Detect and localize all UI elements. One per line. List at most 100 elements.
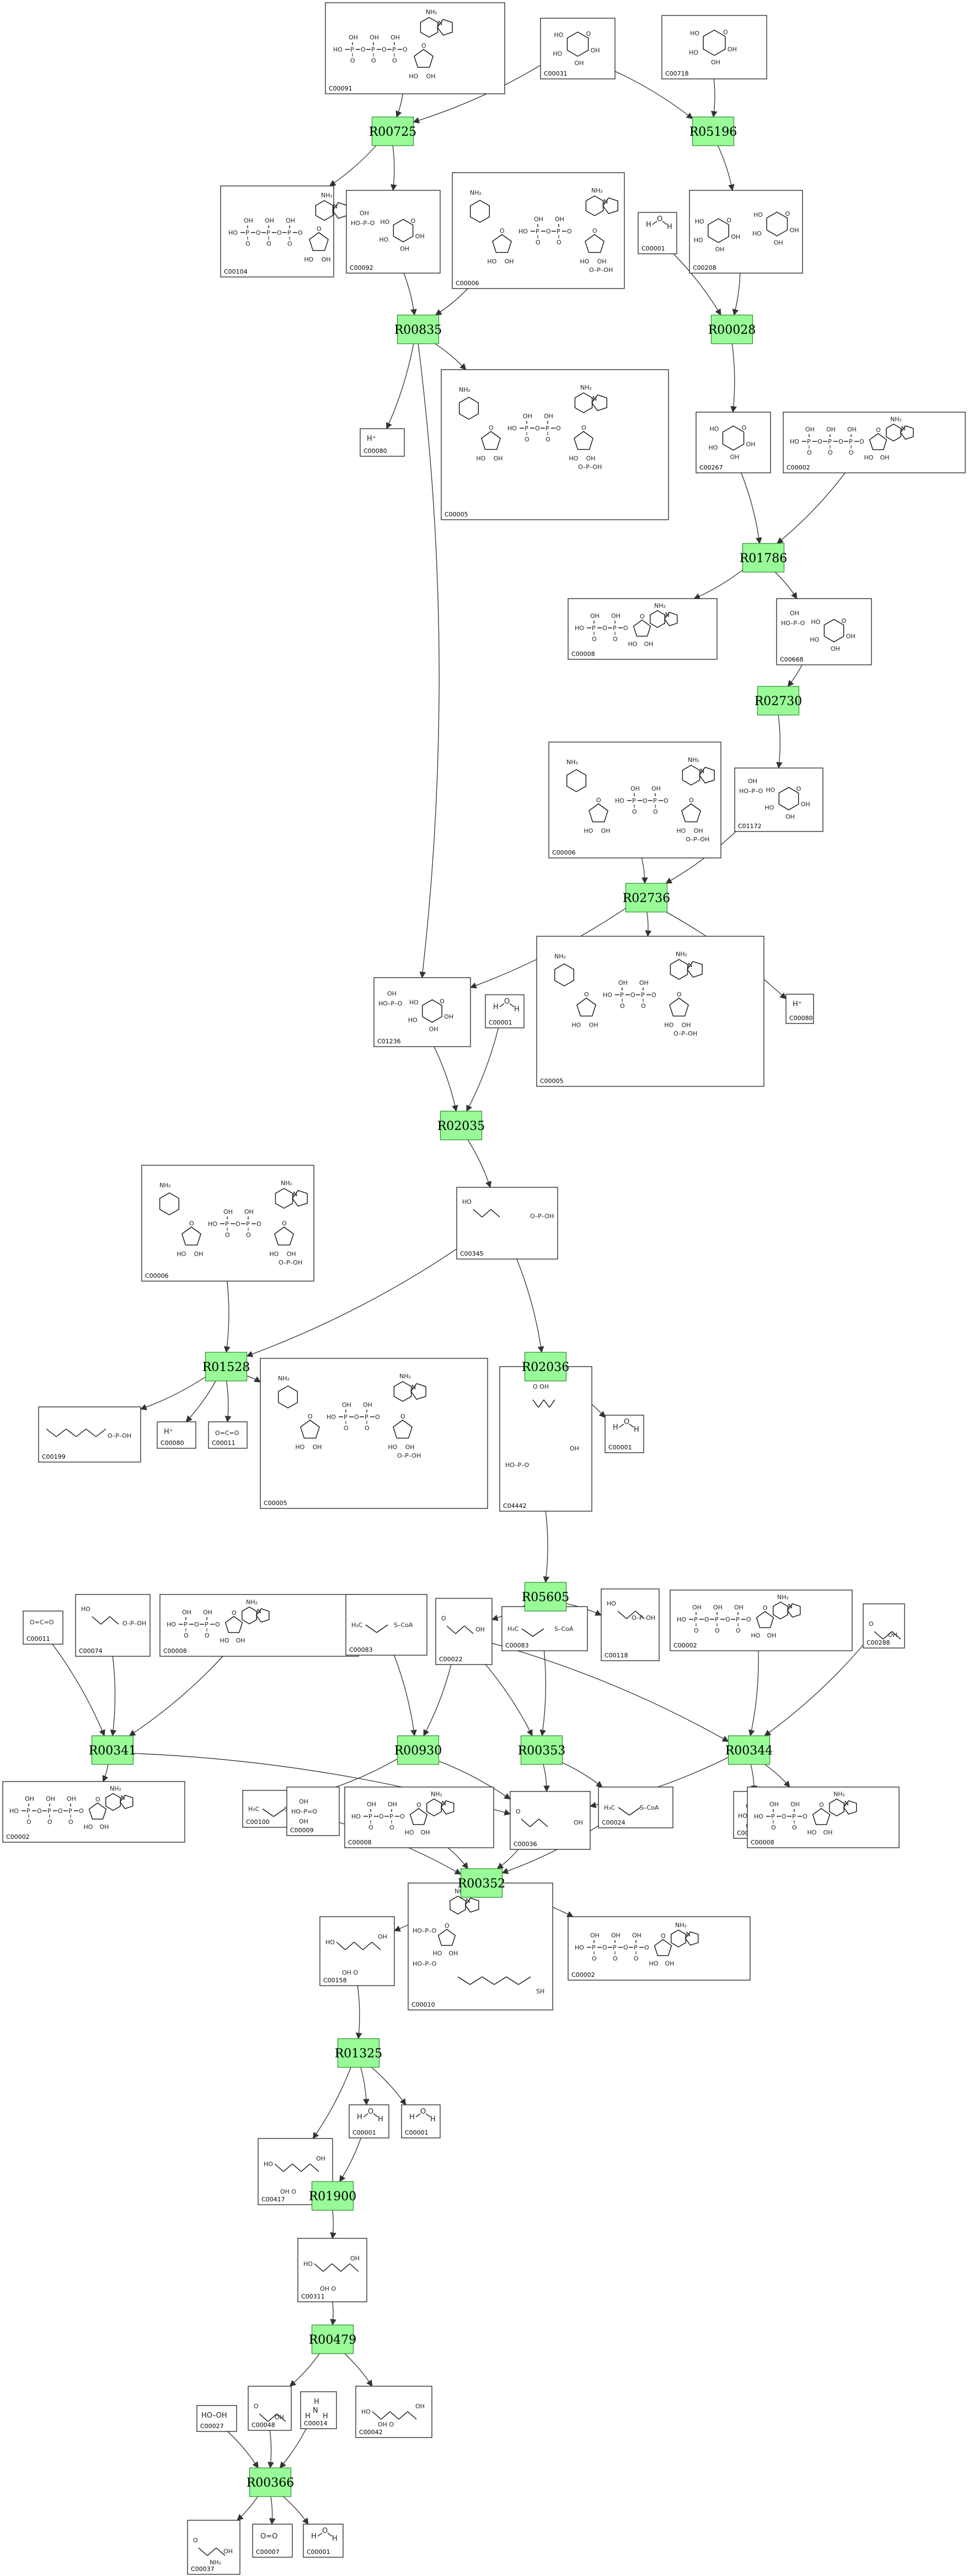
reaction-R02035[interactable]: R02035 <box>437 1111 485 1140</box>
reaction-R05605[interactable]: R05605 <box>522 1582 570 1612</box>
svg-text:P: P <box>392 46 396 54</box>
reaction-R00835[interactable]: R00835 <box>394 314 442 344</box>
svg-text:HO: HO <box>752 230 762 237</box>
compound-C00080[interactable]: H⁺C00080 <box>360 428 405 457</box>
svg-text:OH: OH <box>203 1609 212 1616</box>
edge-R01900-c52 <box>330 2210 336 2239</box>
compound-id-label: C00001 <box>352 2129 376 2136</box>
reaction-R00341[interactable]: R00341 <box>89 1735 137 1765</box>
reaction-R02736[interactable]: R02736 <box>623 883 671 913</box>
compound-C00080[interactable]: H⁺C00080 <box>157 1421 196 1449</box>
reaction-R00725[interactable]: R00725 <box>369 116 417 146</box>
svg-text:NH₂: NH₂ <box>591 187 603 194</box>
edge-R01528-c23 <box>140 1377 206 1411</box>
reaction-R01528[interactable]: R01528 <box>202 1352 250 1382</box>
svg-text:O: O <box>189 1220 194 1227</box>
compound-box <box>568 1916 751 1981</box>
reaction-R00930[interactable]: R00930 <box>394 1735 442 1765</box>
reaction-R00352[interactable]: R00352 <box>458 1868 506 1898</box>
reaction-R01900[interactable]: R01900 <box>309 2181 357 2211</box>
edge-R00366-c59 <box>283 2496 309 2525</box>
svg-text:O: O <box>584 991 589 998</box>
svg-text:HO: HO <box>208 1220 217 1228</box>
edge-c33-R00930 <box>423 1664 452 1737</box>
reaction-R00344[interactable]: R00344 <box>725 1735 773 1765</box>
svg-text:P: P <box>525 425 528 432</box>
svg-text:H₃C: H₃C <box>248 1806 260 1813</box>
svg-text:P: P <box>287 230 291 237</box>
svg-text:OH: OH <box>575 60 584 67</box>
reaction-R00479[interactable]: R00479 <box>309 2324 357 2354</box>
reaction-R05196[interactable]: R05196 <box>689 116 737 146</box>
reaction-R02730[interactable]: R02730 <box>755 686 803 716</box>
reaction-R01325[interactable]: R01325 <box>335 2038 383 2068</box>
compound-id-label: C00104 <box>224 268 248 275</box>
reaction-R01786[interactable]: R01786 <box>740 543 788 573</box>
reaction-box <box>728 1735 771 1765</box>
compound-C00080[interactable]: H⁺C00080 <box>785 994 814 1024</box>
reaction-R00366[interactable]: R00366 <box>247 2467 295 2497</box>
reaction-R00028[interactable]: R00028 <box>708 314 756 344</box>
reaction-R02036[interactable]: R02036 <box>522 1352 570 1382</box>
svg-text:HO: HO <box>695 218 704 225</box>
reaction-R00353[interactable]: R00353 <box>518 1735 566 1765</box>
edge-c22-R01528 <box>246 1249 457 1357</box>
svg-text:HO–P–O: HO–P–O <box>505 1462 530 1469</box>
reaction-box <box>520 1735 563 1765</box>
